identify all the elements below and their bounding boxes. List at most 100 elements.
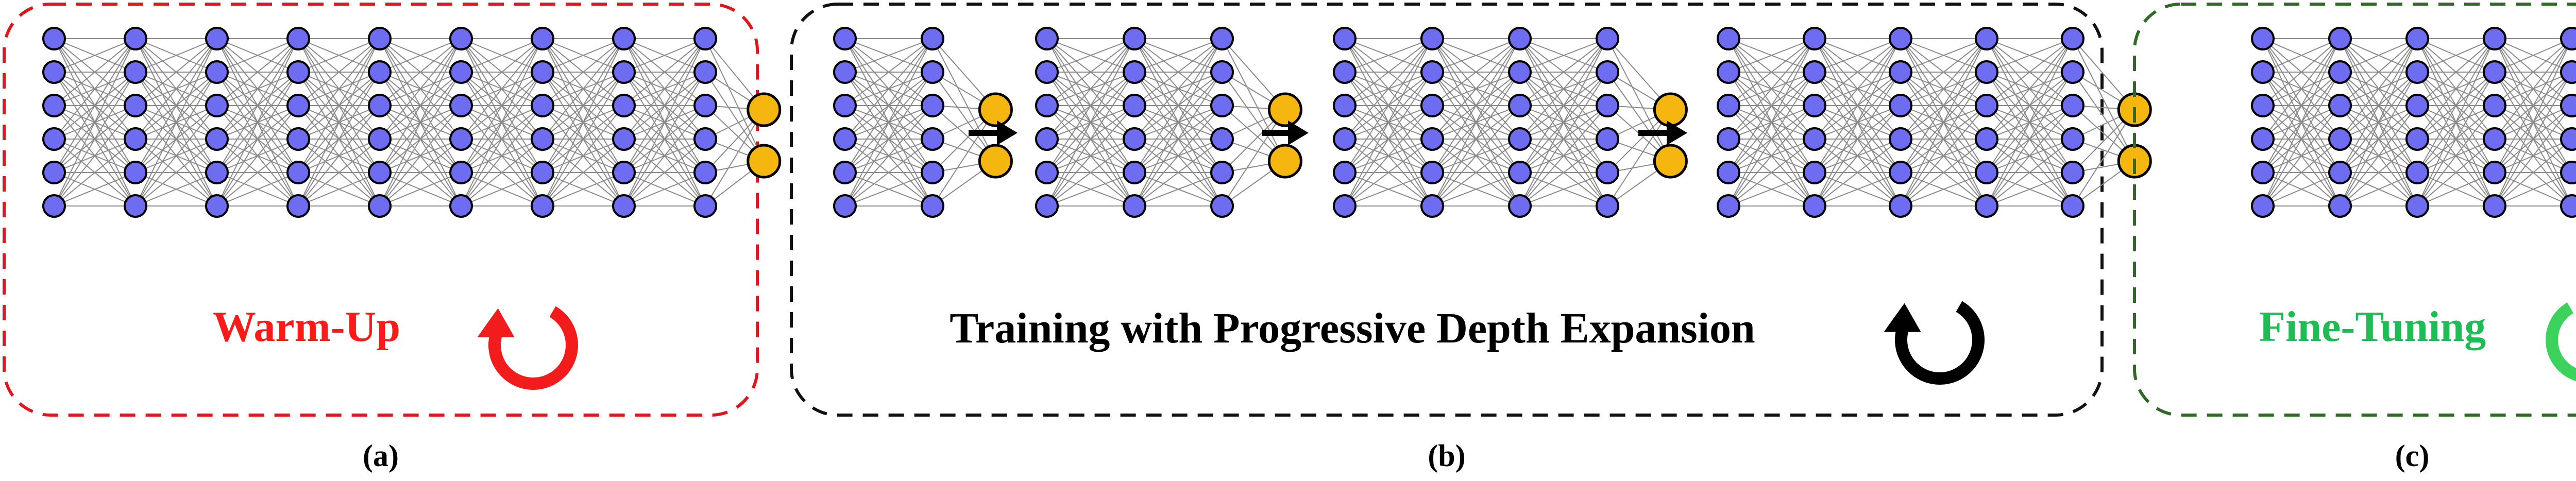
hidden-neuron	[531, 194, 554, 218]
hidden-neuron	[2560, 94, 2576, 117]
hidden-neuron	[42, 94, 66, 117]
hidden-neuron	[2251, 194, 2275, 218]
hidden-neuron	[205, 60, 229, 84]
hidden-neuron	[1717, 127, 1740, 151]
hidden-neuron	[693, 94, 717, 117]
hidden-neuron	[1508, 194, 1532, 218]
hidden-neuron	[1035, 27, 1059, 50]
hidden-neuron	[1508, 27, 1532, 50]
panel-b-network-1	[833, 27, 1013, 218]
output-neuron	[747, 144, 782, 179]
hidden-neuron	[2560, 127, 2576, 151]
hidden-neuron	[1123, 94, 1146, 117]
hidden-neuron	[1803, 194, 1826, 218]
hidden-neuron	[2560, 27, 2576, 50]
hidden-neuron	[1420, 127, 1444, 151]
hidden-neuron	[1596, 94, 1619, 117]
hidden-neuron	[2483, 127, 2506, 151]
hidden-neuron	[1210, 60, 1234, 84]
hidden-neuron	[368, 127, 392, 151]
cycle-arrowhead	[477, 308, 515, 337]
hidden-neuron	[2405, 161, 2429, 184]
hidden-neuron	[2483, 27, 2506, 50]
hidden-neuron	[286, 194, 310, 218]
hidden-neuron	[286, 161, 310, 184]
panel-b-network-3	[1333, 27, 1688, 218]
panel-b-border	[790, 3, 2104, 417]
arrow-head	[997, 121, 1018, 145]
hidden-neuron	[612, 27, 636, 50]
hidden-neuron	[1333, 161, 1357, 184]
hidden-neuron	[449, 60, 473, 84]
panel-a-title: Warm-Up	[213, 303, 400, 351]
hidden-neuron	[449, 94, 473, 117]
hidden-neuron	[1123, 27, 1146, 50]
hidden-neuron	[1596, 194, 1619, 218]
hidden-neuron	[2405, 27, 2429, 50]
hidden-neuron	[1717, 94, 1740, 117]
hidden-neuron	[1803, 161, 1826, 184]
hidden-neuron	[1508, 127, 1532, 151]
hidden-neuron	[2061, 127, 2084, 151]
hidden-neuron	[2405, 194, 2429, 218]
hidden-neuron	[693, 127, 717, 151]
output-neuron	[1653, 144, 1688, 179]
hidden-neuron	[42, 194, 66, 218]
hidden-neuron	[1803, 27, 1826, 50]
hidden-neuron	[2251, 161, 2275, 184]
hidden-neuron	[833, 161, 857, 184]
hidden-neuron	[368, 94, 392, 117]
output-neuron	[1267, 92, 1302, 127]
output-neuron	[1653, 92, 1688, 127]
hidden-neuron	[1975, 27, 1998, 50]
hidden-neuron	[612, 161, 636, 184]
hidden-neuron	[833, 27, 857, 50]
hidden-neuron	[2405, 94, 2429, 117]
hidden-neuron	[612, 127, 636, 151]
panel-b-cycle-icon	[1884, 301, 1985, 385]
expansion-arrow-3	[1638, 121, 1687, 145]
hidden-neuron	[1717, 194, 1740, 218]
hidden-neuron	[2251, 127, 2275, 151]
hidden-neuron	[1889, 194, 1912, 218]
hidden-neuron	[286, 94, 310, 117]
hidden-neuron	[205, 94, 229, 117]
hidden-neuron	[2328, 161, 2352, 184]
panel-c-caption: (c)	[2395, 439, 2430, 473]
hidden-neuron	[2328, 27, 2352, 50]
hidden-neuron	[1975, 127, 1998, 151]
hidden-neuron	[368, 27, 392, 50]
hidden-neuron	[205, 161, 229, 184]
hidden-neuron	[205, 194, 229, 218]
hidden-neuron	[1123, 194, 1146, 218]
hidden-neuron	[1717, 161, 1740, 184]
hidden-neuron	[2483, 60, 2506, 84]
hidden-neuron	[2061, 161, 2084, 184]
hidden-neuron	[2251, 60, 2275, 84]
hidden-neuron	[1123, 60, 1146, 84]
network-edges	[1344, 38, 1671, 207]
cycle-arrowhead	[1884, 303, 1921, 332]
hidden-neuron	[1035, 161, 1059, 184]
cycle-arc	[1895, 301, 1985, 385]
hidden-neuron	[1889, 161, 1912, 184]
hidden-neuron	[2251, 27, 2275, 50]
hidden-neuron	[1333, 194, 1357, 218]
hidden-neuron	[124, 60, 147, 84]
hidden-neuron	[1210, 161, 1234, 184]
hidden-neuron	[124, 127, 147, 151]
hidden-neuron	[449, 161, 473, 184]
hidden-neuron	[833, 194, 857, 218]
hidden-neuron	[693, 60, 717, 84]
hidden-neuron	[2405, 60, 2429, 84]
hidden-neuron	[1596, 60, 1619, 84]
hidden-neuron	[124, 27, 147, 50]
panel-a-caption: (a)	[363, 439, 399, 473]
hidden-neuron	[1803, 60, 1826, 84]
network-edges	[54, 38, 765, 207]
hidden-neuron	[1333, 27, 1357, 50]
hidden-neuron	[1889, 60, 1912, 84]
hidden-neuron	[1508, 161, 1532, 184]
hidden-neuron	[2560, 161, 2576, 184]
hidden-neuron	[1333, 60, 1357, 84]
